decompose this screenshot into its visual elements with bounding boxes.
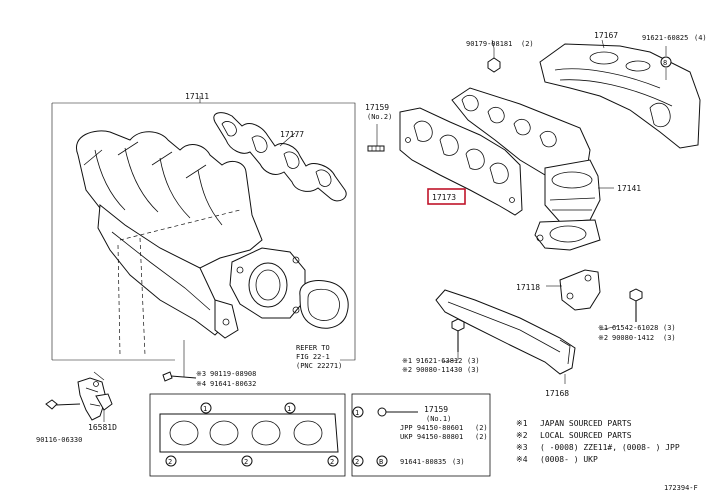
intake-manifold-drawing [75,130,306,356]
note-4-text: (0008- ) UKP [540,455,598,464]
kit-marker-2c: 2 [330,458,334,466]
heat-insulator-drawing [539,43,701,149]
throttle-gasket-drawing [299,280,349,329]
label-ukp-mark: (2) [475,433,488,441]
bolt-61542-drawing [629,288,643,322]
label-90080a-ref: ※2 [402,366,412,374]
kit-marker-2a: 2 [168,458,172,466]
label-17173[interactable]: 17173 [432,193,456,202]
bolt-91621-marker: 8 [663,59,667,67]
refer-line-1[interactable]: REFER TO [296,344,330,352]
note-3-ref: ※3 [516,443,528,452]
note-4-ref: ※4 [516,455,528,464]
label-17159-no1[interactable]: 17159 [424,405,448,414]
intake-assembly-frame [51,96,356,361]
label-91621b[interactable]: 91621-63812 [416,357,462,365]
intake-gasket-drawing [213,112,347,202]
leader-lines [103,39,619,422]
label-91621-mark: (4) [694,34,707,42]
label-61542-mark: (3) [663,324,676,332]
kit-marker-1b: 1 [287,405,291,413]
label-17141[interactable]: 17141 [617,184,641,193]
label-90080a[interactable]: 90080-11430 [416,366,462,374]
label-17111[interactable]: 17111 [185,92,209,101]
label-17159-no2-sub: (No.2) [367,113,392,121]
bolt-91621b-drawing [451,318,465,360]
bracket-16581d-drawing [77,371,113,421]
label-91641a-ref: ※4 [196,380,206,388]
label-91621[interactable]: 91621-60825 [642,34,688,42]
bolt-90116-drawing [45,399,81,410]
figure-id: 172394-F [664,484,698,492]
bolt-90119-drawing [162,340,197,382]
bolt-91621-drawing: 8 [660,46,672,80]
label-61542[interactable]: 61542-61028 [612,324,658,332]
note-2-text: LOCAL SOURCED PARTS [540,431,632,440]
label-90119[interactable]: 90119-08908 [210,370,256,378]
label-ukp[interactable]: UKP 94150-80801 [400,433,463,441]
label-90080a-mark: (3) [467,366,480,374]
label-90179-mark: (2) [521,40,534,48]
label-61542-ref: ※1 [598,324,608,332]
label-17159-no2[interactable]: 17159 [365,103,389,112]
exhaust-manifold-drawing [451,87,601,251]
stud-17159-no2-drawing [367,124,385,152]
label-jpp-mark: (2) [475,424,488,432]
label-17177[interactable]: 17177 [280,130,304,139]
label-90119-ref: ※3 [196,370,206,378]
label-90116[interactable]: 90116-06330 [36,436,82,444]
kit-marker-2b: 2 [244,458,248,466]
label-90179[interactable]: 90179-08181 [466,40,512,48]
note-3-text: ( -0008) ZZE11#, (0008- ) JPP [540,443,680,452]
label-jpp[interactable]: JPP 94150-80601 [400,424,463,432]
label-17118[interactable]: 17118 [516,283,540,292]
heat-shield-17168-drawing [435,289,576,384]
label-91641a[interactable]: 91641-80632 [210,380,256,388]
note-1-ref: ※1 [516,419,528,428]
label-90080b-mark: (3) [663,334,676,342]
refer-line-2[interactable]: FIG 22-1 [296,353,330,361]
part-17173-highlight[interactable] [427,188,466,205]
kit-marker-2d: 2 [355,458,359,466]
bolt-90179-drawing [487,48,501,73]
label-17168[interactable]: 17168 [545,389,569,398]
label-91641b[interactable]: 91641-80835 [400,458,446,466]
label-91641b-mark: (3) [452,458,465,466]
exhaust-gasket-drawing [399,107,523,216]
note-2-ref: ※2 [516,431,528,440]
label-90080b[interactable]: 90080-1412 [612,334,654,342]
note-1-text: JAPAN SOURCED PARTS [540,419,632,428]
kit-marker-1c: 1 [355,409,359,417]
notes-block: ※1 JAPAN SOURCED PARTS ※2 LOCAL SOURCED … [516,419,680,464]
label-90080b-ref: ※2 [598,334,608,342]
label-91621b-mark: (3) [467,357,480,365]
label-91621b-ref: ※1 [402,357,412,365]
kit-marker-b: B [379,458,383,466]
label-17167[interactable]: 17167 [594,31,618,40]
gasket-kit-box [149,393,491,477]
label-17159-no1-sub: (No.1) [426,415,451,423]
refer-line-3[interactable]: (PNC 22271) [296,362,342,370]
label-16581d[interactable]: 16581D [88,423,117,432]
bracket-17118-drawing [546,269,601,311]
kit-marker-1a: 1 [203,405,207,413]
